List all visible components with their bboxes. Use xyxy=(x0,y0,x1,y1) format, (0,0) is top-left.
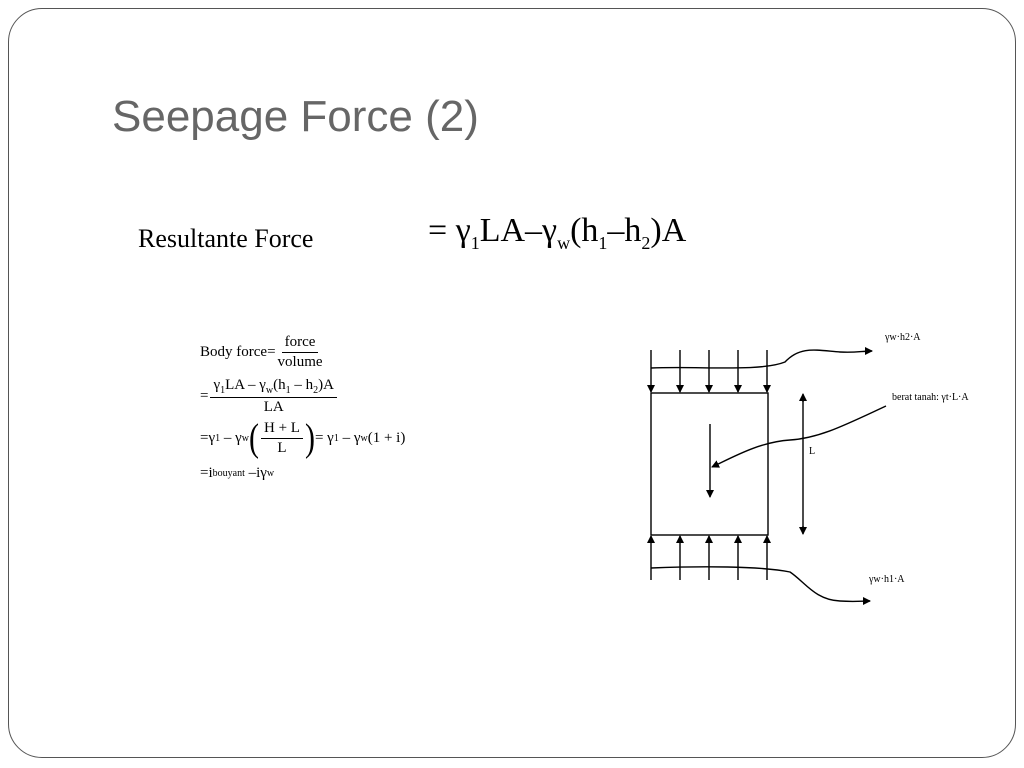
eq-sign: = xyxy=(200,465,209,481)
derivation-line-1: Body force = force volume xyxy=(200,334,405,371)
open-paren: ( xyxy=(248,416,259,460)
subscript-1: 1 xyxy=(220,385,226,396)
gamma-symbol: γ xyxy=(235,430,242,446)
close-paren: ) xyxy=(650,212,662,249)
la-term: LA xyxy=(225,377,245,393)
h-term: h xyxy=(305,377,314,393)
eq-sign: = xyxy=(314,430,324,446)
minus-sign: – xyxy=(607,212,625,249)
bottom-force-label: γw·h1·A xyxy=(869,574,905,585)
i-term: i xyxy=(256,465,261,481)
frac-numerator: γ1LA – γw(h1 – h2)A xyxy=(210,377,337,398)
weight-leader-curve xyxy=(711,405,887,468)
gamma-symbol: γ xyxy=(260,465,267,481)
subscript-1: 1 xyxy=(285,385,291,396)
one-plus-i: 1 + i xyxy=(372,430,401,446)
subscript-w: w xyxy=(265,385,274,396)
i-term: i xyxy=(208,465,213,481)
subscript-bouyant: bouyant xyxy=(212,468,245,479)
subscript-1: 1 xyxy=(333,433,339,444)
open-paren: ( xyxy=(367,430,373,446)
subscript-w: w xyxy=(241,433,249,444)
body-force-text: Body force xyxy=(200,344,268,360)
h-plus-l-over-l: H + L L xyxy=(260,420,303,457)
gamma-symbol: γ xyxy=(327,430,334,446)
minus-sign: – xyxy=(248,465,257,481)
resultant-equation: = γ1LA–γw(h1–h2)A xyxy=(428,212,686,254)
gamma-symbol: γ xyxy=(455,212,471,249)
close-paren: ) xyxy=(318,377,324,393)
minus-sign: – xyxy=(248,377,256,393)
h-term: h xyxy=(624,212,642,249)
subscript-w: w xyxy=(360,433,368,444)
top-force-label: γw·h2·A xyxy=(885,332,921,343)
frac-denominator: LA xyxy=(263,399,284,415)
subscript-2: 2 xyxy=(641,232,651,253)
frac-numerator: force xyxy=(281,334,319,353)
gamma-symbol: γ xyxy=(353,430,361,446)
subscript-1: 1 xyxy=(470,232,480,253)
la-term: LA xyxy=(479,212,526,249)
minus-sign: – xyxy=(223,430,232,446)
minus-sign: – xyxy=(294,377,302,393)
frac-denominator: L xyxy=(277,440,287,456)
subscript-2: 2 xyxy=(313,385,319,396)
force-over-volume: force volume xyxy=(278,334,323,371)
gamma-symbol: γ xyxy=(213,377,221,393)
h-term: h xyxy=(278,377,286,393)
eq-sign: = xyxy=(200,430,209,446)
gamma-symbol: γ xyxy=(259,377,266,393)
subscript-w: w xyxy=(557,232,571,253)
derivation-line-2: = γ1LA – γw(h1 – h2)A LA xyxy=(200,377,405,416)
top-pressure-curve xyxy=(650,347,873,369)
subscript-w: w xyxy=(266,468,275,479)
resultant-over-la: γ1LA – γw(h1 – h2)A LA xyxy=(210,377,337,416)
close-paren: ) xyxy=(400,430,406,446)
bottom-pressure-curve xyxy=(650,566,871,606)
length-label: L xyxy=(809,446,816,457)
minus-sign: – xyxy=(342,430,351,446)
resultant-force-label: Resultante Force xyxy=(138,224,314,253)
soil-weight-label: berat tanah: γt·L·A xyxy=(892,392,969,403)
frac-denominator: volume xyxy=(277,354,323,370)
minus-sign: – xyxy=(525,212,543,249)
eq-sign: = xyxy=(428,212,448,249)
slide-frame xyxy=(8,8,1016,758)
subscript-1: 1 xyxy=(215,433,221,444)
subscript-1: 1 xyxy=(598,232,608,253)
a-term: A xyxy=(323,377,334,393)
eq-sign: = xyxy=(200,388,209,404)
open-paren: ( xyxy=(570,212,582,249)
h-term: h xyxy=(581,212,599,249)
close-paren: ) xyxy=(304,416,315,460)
a-term: A xyxy=(661,212,687,249)
slide-title: Seepage Force (2) xyxy=(112,92,479,141)
gamma-symbol: γ xyxy=(208,430,216,446)
body-force-derivation: Body force = force volume = γ1LA – γw(h1… xyxy=(200,334,405,482)
open-paren: ( xyxy=(273,377,279,393)
frac-numerator: H + L xyxy=(260,420,303,439)
eq-sign: = xyxy=(267,344,276,360)
gamma-symbol: γ xyxy=(542,212,558,249)
